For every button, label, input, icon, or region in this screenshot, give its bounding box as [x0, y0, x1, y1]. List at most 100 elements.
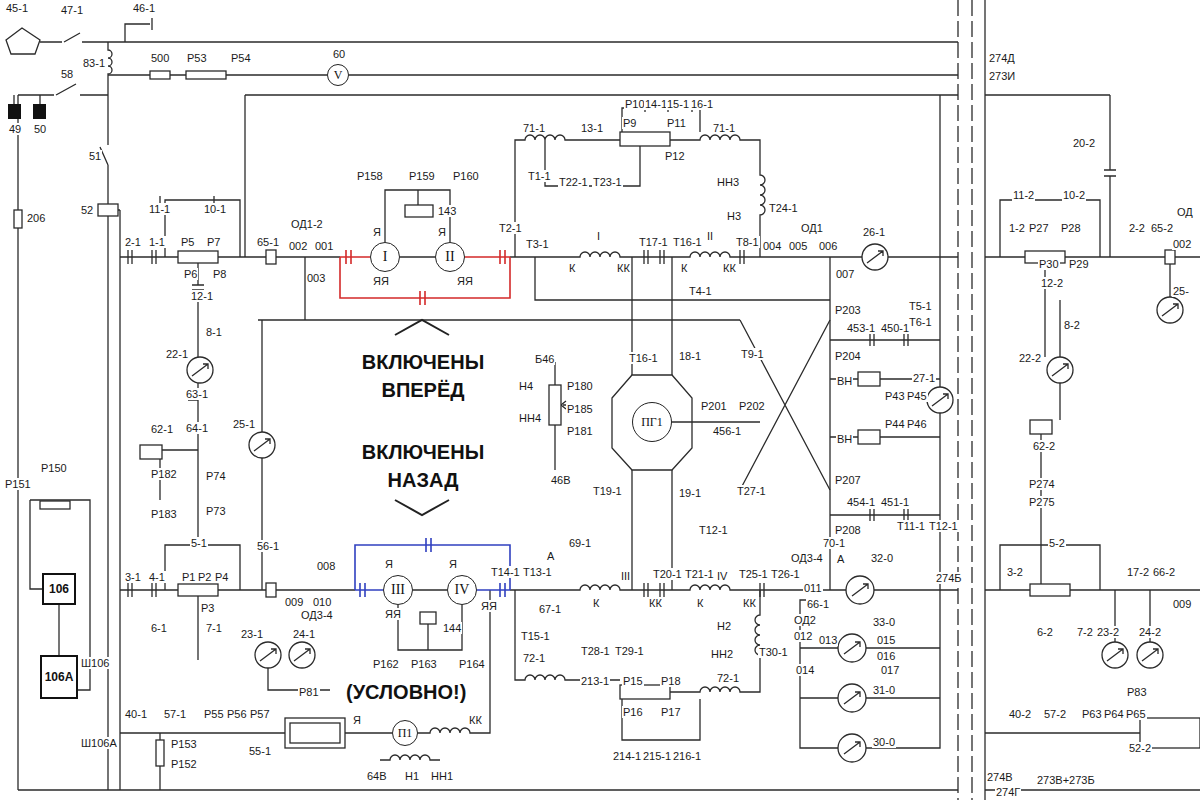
- terminal-label: Т17-1: [638, 236, 669, 248]
- node-text: I: [383, 250, 388, 264]
- terminal-label: Р55: [203, 708, 225, 720]
- terminal-label: 5-2: [1048, 537, 1066, 549]
- wire: [266, 583, 276, 597]
- terminal-label: Я: [352, 714, 362, 726]
- terminal-label: 8-2: [1063, 319, 1081, 331]
- terminal-label: 22-2: [1018, 352, 1042, 364]
- terminal-label: Р275: [1028, 496, 1056, 508]
- terminal-label: 70-1: [822, 537, 846, 549]
- terminal-label: 007: [835, 268, 855, 280]
- terminal-label: Т12-1: [698, 524, 729, 536]
- wire: [405, 205, 433, 217]
- terminal-label: Т16-1: [628, 352, 659, 364]
- terminal-label: Т24-1: [768, 202, 799, 214]
- machine-circle: IV: [447, 575, 477, 605]
- wire: [420, 612, 436, 624]
- terminal-label: ОД1-2: [290, 218, 324, 230]
- terminal-label: Р185: [566, 403, 594, 415]
- wire: [510, 585, 958, 590]
- terminal-block: [33, 104, 46, 119]
- wire: [244, 95, 245, 257]
- terminal-label: Р204: [834, 350, 862, 362]
- terminal-label: Т9-1: [740, 348, 765, 360]
- terminal-label: Р53: [186, 52, 208, 64]
- terminal-label: Р65: [1125, 708, 1147, 720]
- terminal-label: Т19-1: [592, 485, 623, 497]
- terminal-label: КК: [742, 597, 757, 609]
- terminal-label: КК: [722, 262, 737, 274]
- wire: [830, 334, 940, 346]
- machine-symbol: [1102, 642, 1128, 668]
- wire: [958, 0, 972, 800]
- wire: [1165, 250, 1175, 264]
- block-box: 106: [42, 573, 76, 605]
- terminal-label: 006: [818, 240, 838, 252]
- terminal-label: 62-2: [1032, 440, 1056, 452]
- terminal-label: 273В+273Б: [1036, 774, 1096, 786]
- terminal-label: 009: [284, 596, 304, 608]
- terminal-label: 13-1: [580, 122, 604, 134]
- terminal-label: 206: [26, 212, 46, 224]
- terminal-label: 213-1: [580, 675, 610, 687]
- terminal-label: Я: [437, 226, 447, 238]
- terminal-label: 3-2: [1006, 566, 1024, 578]
- terminal-label: Б46: [534, 353, 555, 365]
- terminal-label: 66-2: [1152, 566, 1176, 578]
- connector-wire: [413, 589, 447, 590]
- terminal-label: 72-1: [716, 672, 740, 684]
- terminal-label: Т25-1: [738, 568, 769, 580]
- terminal-block: [8, 104, 46, 119]
- reverse-circuit-wire: [355, 538, 510, 597]
- terminal-label: Н4: [518, 380, 534, 392]
- terminal-label: 63-1: [185, 388, 209, 400]
- terminal-label: Р10: [624, 98, 646, 110]
- terminal-label: Р46: [906, 418, 928, 430]
- connector-wire: [58, 605, 59, 655]
- machine-symbol: [249, 432, 275, 458]
- terminal-label: 011: [803, 582, 823, 594]
- terminal-label: 215-1: [642, 750, 672, 762]
- terminal-label: Р7: [206, 236, 221, 248]
- terminal-label: Т12-1: [928, 520, 959, 532]
- direction-chevron: [395, 320, 449, 335]
- terminal-label: Р208: [834, 524, 862, 536]
- terminal-label: 2-2: [1128, 222, 1146, 234]
- wire: [515, 135, 765, 257]
- wire: [858, 430, 880, 444]
- wire: [258, 257, 740, 590]
- terminal-label: Я: [384, 558, 394, 570]
- terminal-label: Р63: [1081, 708, 1103, 720]
- terminal-label: 65-2: [1150, 222, 1174, 234]
- wire: [156, 740, 164, 766]
- terminal-label: 009: [1172, 598, 1192, 610]
- terminal-label: 216-1: [672, 750, 702, 762]
- terminal-label: 500: [150, 52, 170, 64]
- terminal-label: ОД3-4: [790, 552, 824, 564]
- terminal-label: ОД3-4: [300, 609, 334, 621]
- terminal-label: 25-1: [232, 418, 256, 430]
- terminal-label: 7-1: [205, 622, 223, 634]
- machine-symbol: [289, 642, 315, 668]
- terminal-label: Р183: [150, 508, 178, 520]
- terminal-label: А: [836, 553, 845, 565]
- wire: [17, 95, 18, 790]
- terminal-label: ЯЯ: [372, 275, 390, 287]
- terminal-label: II: [706, 230, 714, 242]
- terminal-label: Р54: [230, 52, 252, 64]
- node-text: 106А: [45, 671, 74, 683]
- terminal-label: Р1: [181, 571, 196, 583]
- machine-symbol: [294, 649, 310, 661]
- terminal-label: 454-1: [846, 496, 876, 508]
- wire: [178, 251, 218, 263]
- terminal-label: 16-1: [690, 98, 714, 110]
- terminal-label: 6-2: [1036, 626, 1054, 638]
- machine-symbol: [844, 742, 860, 754]
- terminal-label: Р64: [1103, 708, 1125, 720]
- wire: [125, 18, 152, 42]
- terminal-label: 12-1: [190, 290, 214, 302]
- terminal-label: Р159: [408, 170, 436, 182]
- terminal-label: Р29: [1068, 258, 1090, 270]
- terminal-label: 214-1: [612, 750, 642, 762]
- terminal-label: 10-1: [203, 203, 227, 215]
- terminal-label: 010: [312, 596, 332, 608]
